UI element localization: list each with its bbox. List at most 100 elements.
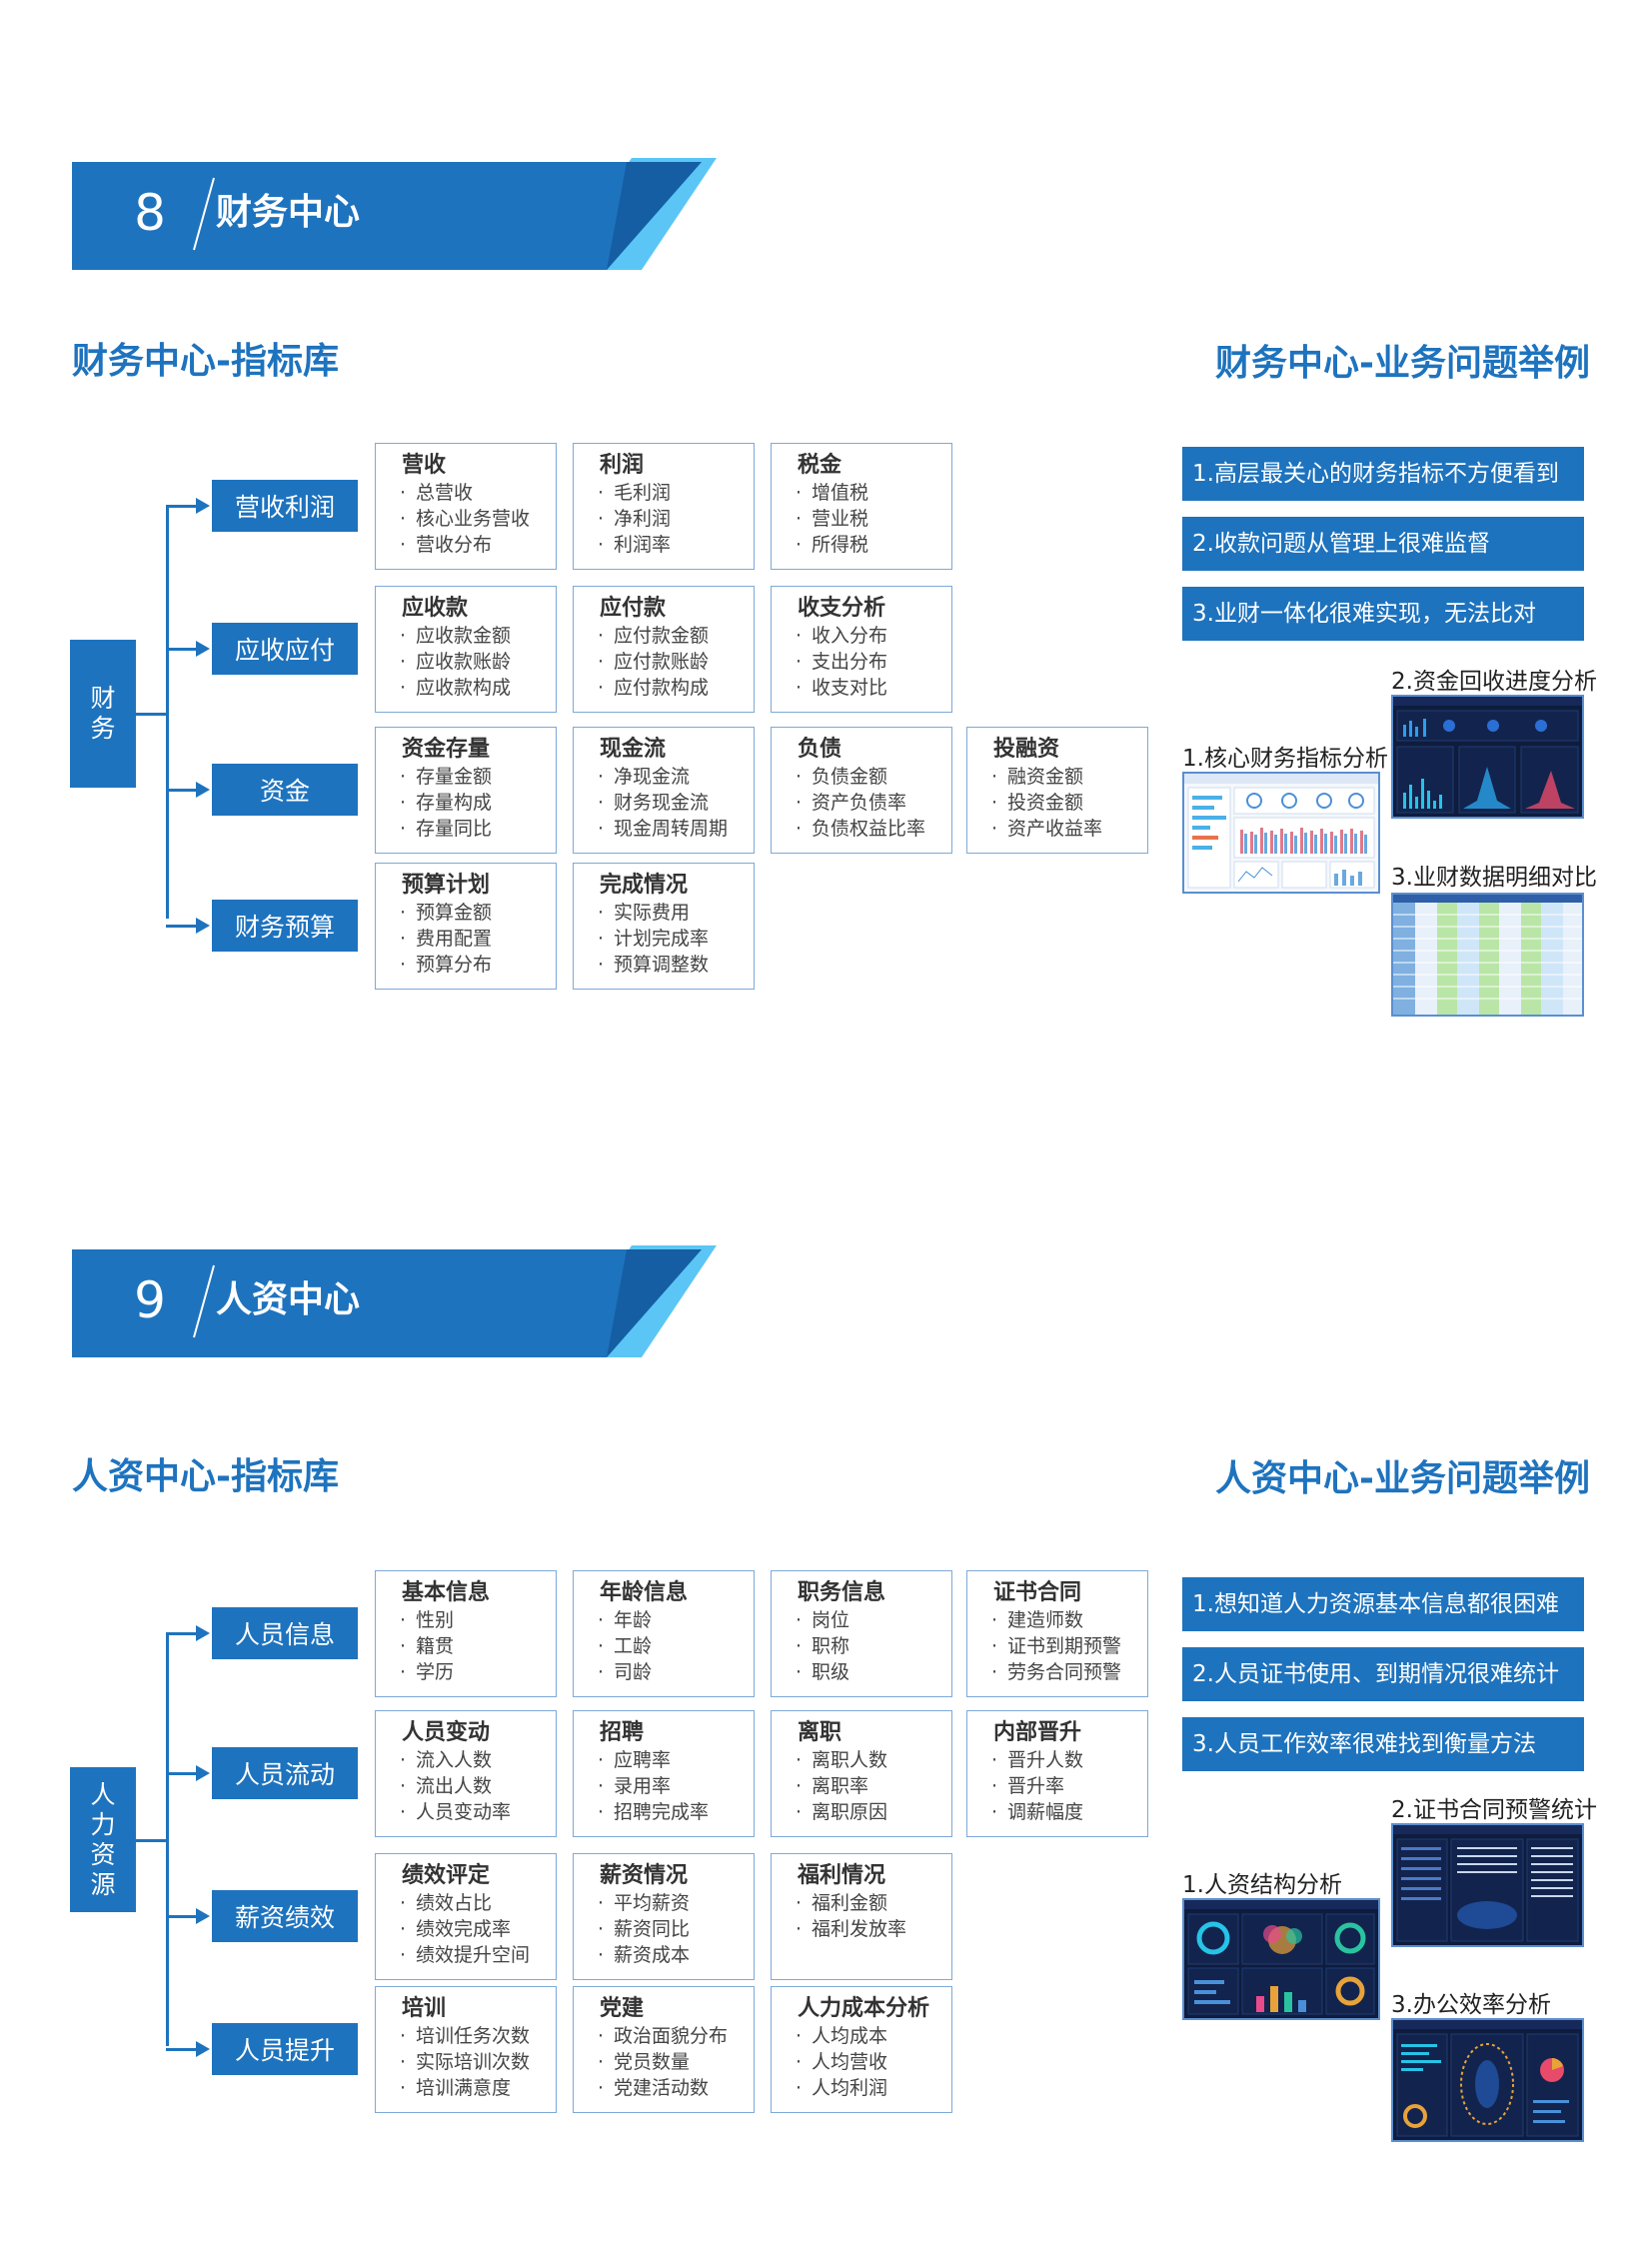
branch-connector: [166, 1632, 198, 1635]
indicator-item: 支出分布: [796, 649, 951, 675]
indicator-card: 税金增值税营业税所得税: [771, 443, 952, 570]
indicator-item: 证书到期预警: [991, 1633, 1147, 1659]
indicator-card: 招聘应聘率录用率招聘完成率: [573, 1710, 755, 1837]
indicator-item: 薪资成本: [598, 1942, 754, 1968]
indicator-item: 负债金额: [796, 764, 951, 790]
indicator-item: 预算金额: [400, 900, 556, 926]
indicator-card-title: 营收: [402, 453, 447, 478]
branch-connector: [166, 648, 198, 651]
indicator-card: 福利情况福利金额福利发放率: [771, 1853, 952, 1980]
section-title: 财务中心: [216, 192, 361, 233]
indicator-item: 籍贯: [400, 1633, 556, 1659]
indicator-item: 应收款构成: [400, 675, 556, 701]
indicator-item: 性别: [400, 1607, 556, 1633]
indicator-card: 应收款应收款金额应收款账龄应收款构成: [375, 586, 557, 713]
indicator-item: 人均成本: [796, 2023, 951, 2049]
indicator-item: 人均营收: [796, 2049, 951, 2075]
screen-label-3: 3.办公效率分析: [1391, 1992, 1551, 2018]
screen-label-2: 2.证书合同预警统计: [1391, 1797, 1597, 1823]
indicator-item: 政治面貌分布: [598, 2023, 754, 2049]
indicator-item: 毛利润: [598, 480, 754, 506]
indicator-card-title: 年龄信息: [600, 1580, 689, 1605]
indicator-card-title: 离职: [798, 1720, 842, 1745]
indicator-item: 晋升人数: [991, 1747, 1147, 1773]
indicator-item: 收入分布: [796, 623, 951, 649]
indicator-item: 招聘完成率: [598, 1799, 754, 1825]
indicator-card-title: 招聘: [600, 1720, 645, 1745]
finance-case-title: 财务中心-业务问题举例: [1215, 343, 1590, 384]
indicator-card-title: 收支分析: [798, 596, 886, 621]
section-number: 9: [134, 1271, 166, 1329]
category-node: 人员流动: [212, 1747, 358, 1799]
hr-case-title: 人资中心-业务问题举例: [1215, 1458, 1590, 1499]
indicator-card: 年龄信息年龄工龄司龄: [573, 1570, 755, 1697]
finance-root-node: 财务: [70, 640, 136, 788]
indicator-card: 营收总营收核心业务营收营收分布: [375, 443, 557, 570]
arrow-right-icon: [196, 1908, 210, 1924]
indicator-card: 薪资情况平均薪资薪资同比薪资成本: [573, 1853, 755, 1980]
indicator-item: 人均利润: [796, 2075, 951, 2101]
indicator-item: 建造师数: [991, 1607, 1147, 1633]
category-node: 人员提升: [212, 2023, 358, 2075]
indicator-card-title: 完成情况: [600, 873, 689, 898]
indicator-card-title: 应收款: [402, 596, 469, 621]
indicator-item: 劳务合同预警: [991, 1659, 1147, 1685]
hr-problem-3: 3.人员工作效率很难找到衡量方法: [1182, 1717, 1584, 1771]
indicator-card: 应付款应付款金额应付款账龄应付款构成: [573, 586, 755, 713]
arrow-right-icon: [196, 1625, 210, 1641]
indicator-item: 录用率: [598, 1773, 754, 1799]
indicator-item: 所得税: [796, 532, 951, 558]
finance-dashboard-thumbnail-3: [1391, 893, 1584, 1017]
hr-lib-title: 人资中心-指标库: [72, 1456, 339, 1497]
screen-label-2: 2.资金回收进度分析: [1391, 669, 1597, 695]
indicator-card-title: 证书合同: [993, 1580, 1082, 1605]
indicator-card: 投融资融资金额投资金额资产收益率: [966, 727, 1148, 854]
branch-connector: [166, 925, 198, 928]
indicator-item: 应收款金额: [400, 623, 556, 649]
category-node: 人员信息: [212, 1607, 358, 1659]
arrow-right-icon: [196, 1765, 210, 1781]
indicator-card-title: 基本信息: [402, 1580, 491, 1605]
indicator-card: 职务信息岗位职称职级: [771, 1570, 952, 1697]
indicator-item: 存量构成: [400, 790, 556, 816]
indicator-item: 学历: [400, 1659, 556, 1685]
indicator-item: 人员变动率: [400, 1799, 556, 1825]
category-node: 营收利润: [212, 480, 358, 532]
indicator-item: 利润率: [598, 532, 754, 558]
indicator-item: 司龄: [598, 1659, 754, 1685]
indicator-item: 职称: [796, 1633, 951, 1659]
tree-trunk: [166, 1633, 169, 2046]
section-title: 人资中心: [216, 1279, 361, 1320]
indicator-item: 离职率: [796, 1773, 951, 1799]
indicator-item: 资产负债率: [796, 790, 951, 816]
arrow-right-icon: [196, 498, 210, 514]
indicator-card-title: 人力成本分析: [798, 1996, 930, 2021]
indicator-item: 福利金额: [796, 1890, 951, 1916]
indicator-item: 预算调整数: [598, 952, 754, 978]
indicator-item: 净现金流: [598, 764, 754, 790]
indicator-item: 晋升率: [991, 1773, 1147, 1799]
indicator-card: 资金存量存量金额存量构成存量同比: [375, 727, 557, 854]
branch-connector: [166, 505, 198, 508]
finance-lib-title: 财务中心-指标库: [72, 341, 339, 382]
indicator-item: 平均薪资: [598, 1890, 754, 1916]
indicator-item: 存量同比: [400, 816, 556, 842]
indicator-card: 利润毛利润净利润利润率: [573, 443, 755, 570]
indicator-card-title: 负债: [798, 737, 842, 762]
indicator-item: 职级: [796, 1659, 951, 1685]
indicator-card-title: 职务信息: [798, 1580, 886, 1605]
section-number: 8: [134, 184, 166, 242]
root-connector: [136, 713, 168, 716]
indicator-item: 离职人数: [796, 1747, 951, 1773]
indicator-card-title: 利润: [600, 453, 645, 478]
category-node: 薪资绩效: [212, 1890, 358, 1942]
indicator-item: 资产收益率: [991, 816, 1147, 842]
finance-problem-2: 2.收款问题从管理上很难监督: [1182, 517, 1584, 571]
indicator-item: 工龄: [598, 1633, 754, 1659]
indicator-item: 财务现金流: [598, 790, 754, 816]
indicator-item: 负债权益比率: [796, 816, 951, 842]
branch-connector: [166, 1772, 198, 1775]
indicator-item: 投资金额: [991, 790, 1147, 816]
hr-dashboard-thumbnail-2: [1391, 1823, 1584, 1947]
indicator-card-title: 薪资情况: [600, 1863, 689, 1888]
